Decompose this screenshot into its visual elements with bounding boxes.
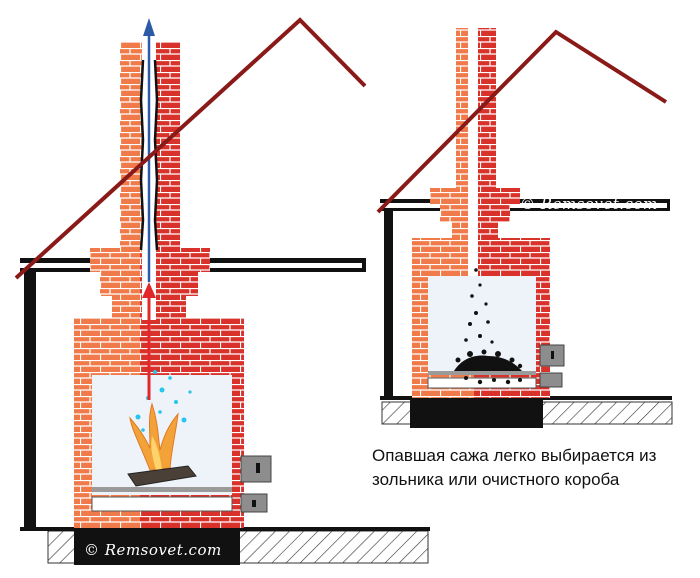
right-stove: [376, 28, 673, 428]
left-foundation: [74, 529, 240, 565]
soot-pile: [454, 355, 522, 371]
log-icon: [127, 465, 197, 487]
left-house-wall: [24, 268, 36, 530]
left-floor-line: [20, 527, 430, 531]
right-roof: [376, 29, 668, 214]
watermark-left: © Remsovet.com: [84, 541, 222, 559]
caption: Опавшая сажа легко выбирается из зольник…: [372, 444, 692, 492]
right-hood-light: [430, 188, 474, 240]
caption-line-1: Опавшая сажа легко выбирается из: [372, 446, 657, 465]
left-hood-dark: [140, 248, 210, 318]
left-flue-soot: [139, 59, 159, 251]
flame-icon: [129, 402, 179, 471]
right-chimney-dark: [474, 28, 496, 190]
right-foundation: [410, 400, 543, 428]
right-cleanout-door-lower: [539, 372, 563, 388]
right-ceiling-lower: [380, 208, 670, 211]
right-house-wall: [384, 208, 393, 398]
caption-line-2: зольника или очистного короба: [372, 470, 620, 489]
right-grate: [428, 371, 536, 375]
watermark-right: © Remsovet.com: [520, 195, 658, 213]
right-flue: [468, 28, 478, 276]
right-ashpit: [427, 377, 537, 389]
hot-air-arrow-icon: [142, 282, 156, 400]
soot-particle-icon: [464, 268, 494, 344]
right-ceiling: [380, 199, 670, 203]
left-ashpit: [91, 496, 233, 512]
left-stove: [14, 17, 430, 565]
left-roof: [14, 17, 367, 280]
left-hood-light: [90, 248, 140, 318]
right-hood-dark: [474, 188, 520, 240]
left-grate: [92, 487, 232, 492]
